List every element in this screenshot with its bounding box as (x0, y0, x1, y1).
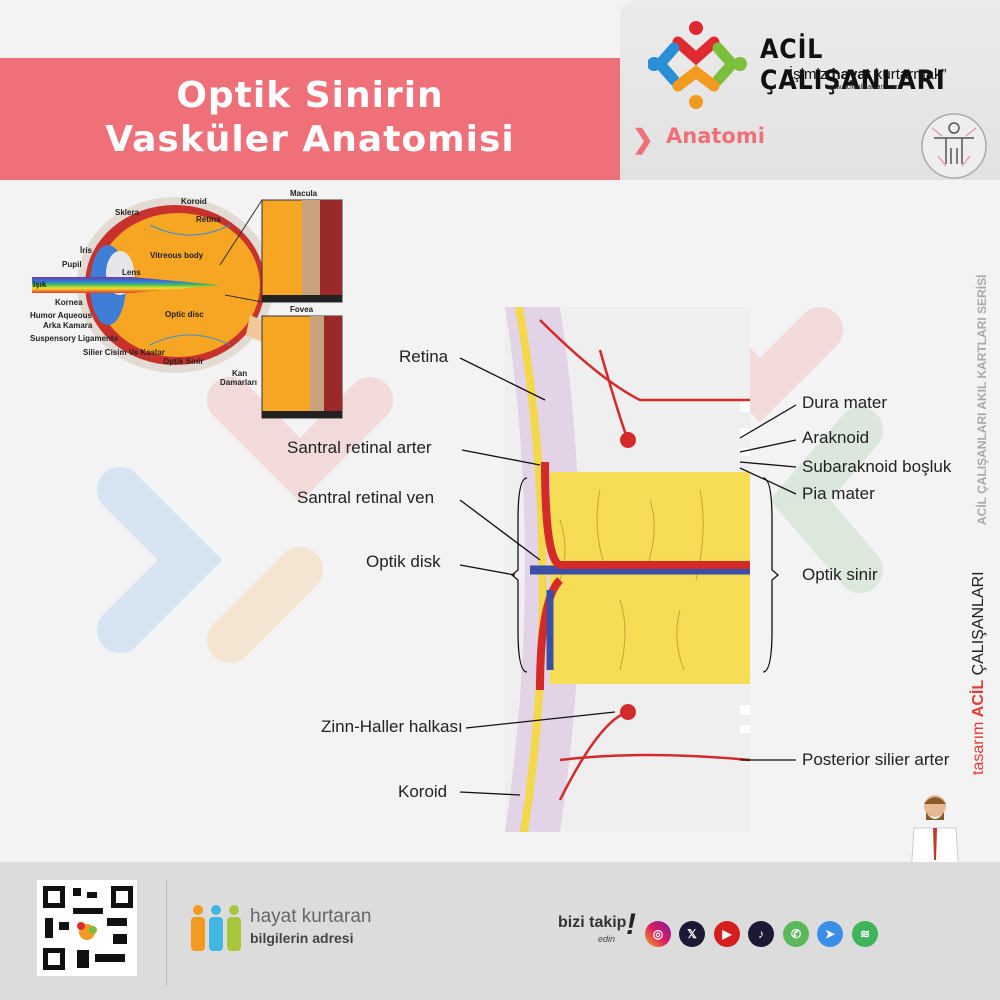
title-line-2: Vasküler Anatomisi (105, 119, 515, 160)
label-macula: Macula (290, 189, 318, 198)
exclamation-mark: ! (626, 908, 636, 941)
follow-text: bizi takip (558, 914, 627, 931)
hayat-kurtaran-logo-icon (191, 905, 241, 951)
label-pupil: Pupil (62, 260, 82, 269)
label-optik-disk: Optik disk (366, 552, 441, 571)
label-optic-disc: Optic disc (165, 310, 204, 319)
label-damarlari: Damarları (220, 378, 257, 387)
youtube-icon[interactable]: ▶ (714, 921, 740, 947)
label-vitreous: Vitreous body (150, 251, 204, 260)
label-santral-retinal-ven: Santral retinal ven (297, 488, 435, 507)
instagram-icon[interactable]: ◎ (645, 921, 671, 947)
follow-small-text: edin (598, 934, 616, 944)
label-silier: Silier Cisim Ve Kaslar (83, 348, 165, 357)
label-koroid-main: Koroid (398, 782, 448, 801)
series-label: ACİL ÇALIŞANLARI AKIL KARTLARI SERİSİ (975, 274, 989, 525)
label-retina: Retina (196, 215, 221, 224)
title-banner: Optik Sinirin Vasküler Anatomisi (0, 58, 620, 180)
brand-url: www.acilcalisanlari.com (826, 84, 900, 91)
label-dura-mater: Dura mater (802, 393, 888, 412)
label-kornea: Kornea (55, 298, 83, 307)
optic-nerve-body (550, 472, 750, 684)
x-icon[interactable]: 𝕏 (679, 921, 705, 947)
label-araknoid: Araknoid (802, 428, 870, 447)
brand-name: ACİL ÇALIŞANLARI (760, 34, 946, 96)
label-isik: Işık (33, 280, 47, 289)
telegram-icon[interactable]: ➤ (817, 921, 843, 947)
label-optik-sinir: Optik sinir (802, 565, 878, 584)
optic-nerve-diagram (459, 307, 797, 832)
tiktok-icon[interactable]: ♪ (748, 921, 774, 947)
label-subaraknoid: Subaraknoid boşluk (802, 457, 952, 476)
brand-logo-icon (648, 21, 747, 109)
qr-code[interactable] (33, 878, 143, 980)
label-optik-sinir-small: Optik Sinir (163, 357, 204, 366)
whatsapp-icon[interactable]: ✆ (783, 921, 809, 947)
design-credit: tasarım ACİL ÇALIŞANLARI (970, 571, 987, 775)
label-iris: İris (80, 246, 93, 255)
brand-slogan: “İşimiz hayat kurtarmak” (784, 66, 947, 83)
label-fovea: Fovea (290, 305, 314, 314)
label-humor: Humor Aqueous (30, 311, 92, 320)
label-sklera: Sklera (115, 208, 140, 217)
footer (0, 862, 1000, 1000)
category-label: Anatomi (666, 124, 765, 148)
label-pia-mater: Pia mater (802, 484, 875, 503)
chevron-right-icon: ❯ (632, 124, 654, 154)
label-retina-main: Retina (399, 347, 449, 366)
eye-anatomy-diagram (32, 197, 343, 419)
footer-divider (166, 880, 167, 986)
label-arka-kamara: Arka Kamara (43, 321, 93, 330)
label-suspensory: Suspensory Ligaments (30, 334, 119, 343)
label-lens: Lens (122, 268, 141, 277)
bilgilerin-adresi-text: bilgilerin adresi (250, 930, 354, 946)
label-santral-retinal-arter: Santral retinal arter (287, 438, 432, 457)
label-koroid: Koroid (181, 197, 207, 206)
hayat-kurtaran-text: hayat kurtaran (250, 906, 372, 927)
label-kan: Kan (232, 369, 248, 378)
anatomy-body-icon (921, 113, 987, 179)
title-line-1: Optik Sinirin (176, 75, 444, 116)
label-zinn-haller: Zinn-Haller halkası (321, 717, 463, 736)
spotify-icon[interactable]: ≋ (852, 921, 878, 947)
label-posterior-silier-arter: Posterior silier arter (802, 750, 950, 769)
